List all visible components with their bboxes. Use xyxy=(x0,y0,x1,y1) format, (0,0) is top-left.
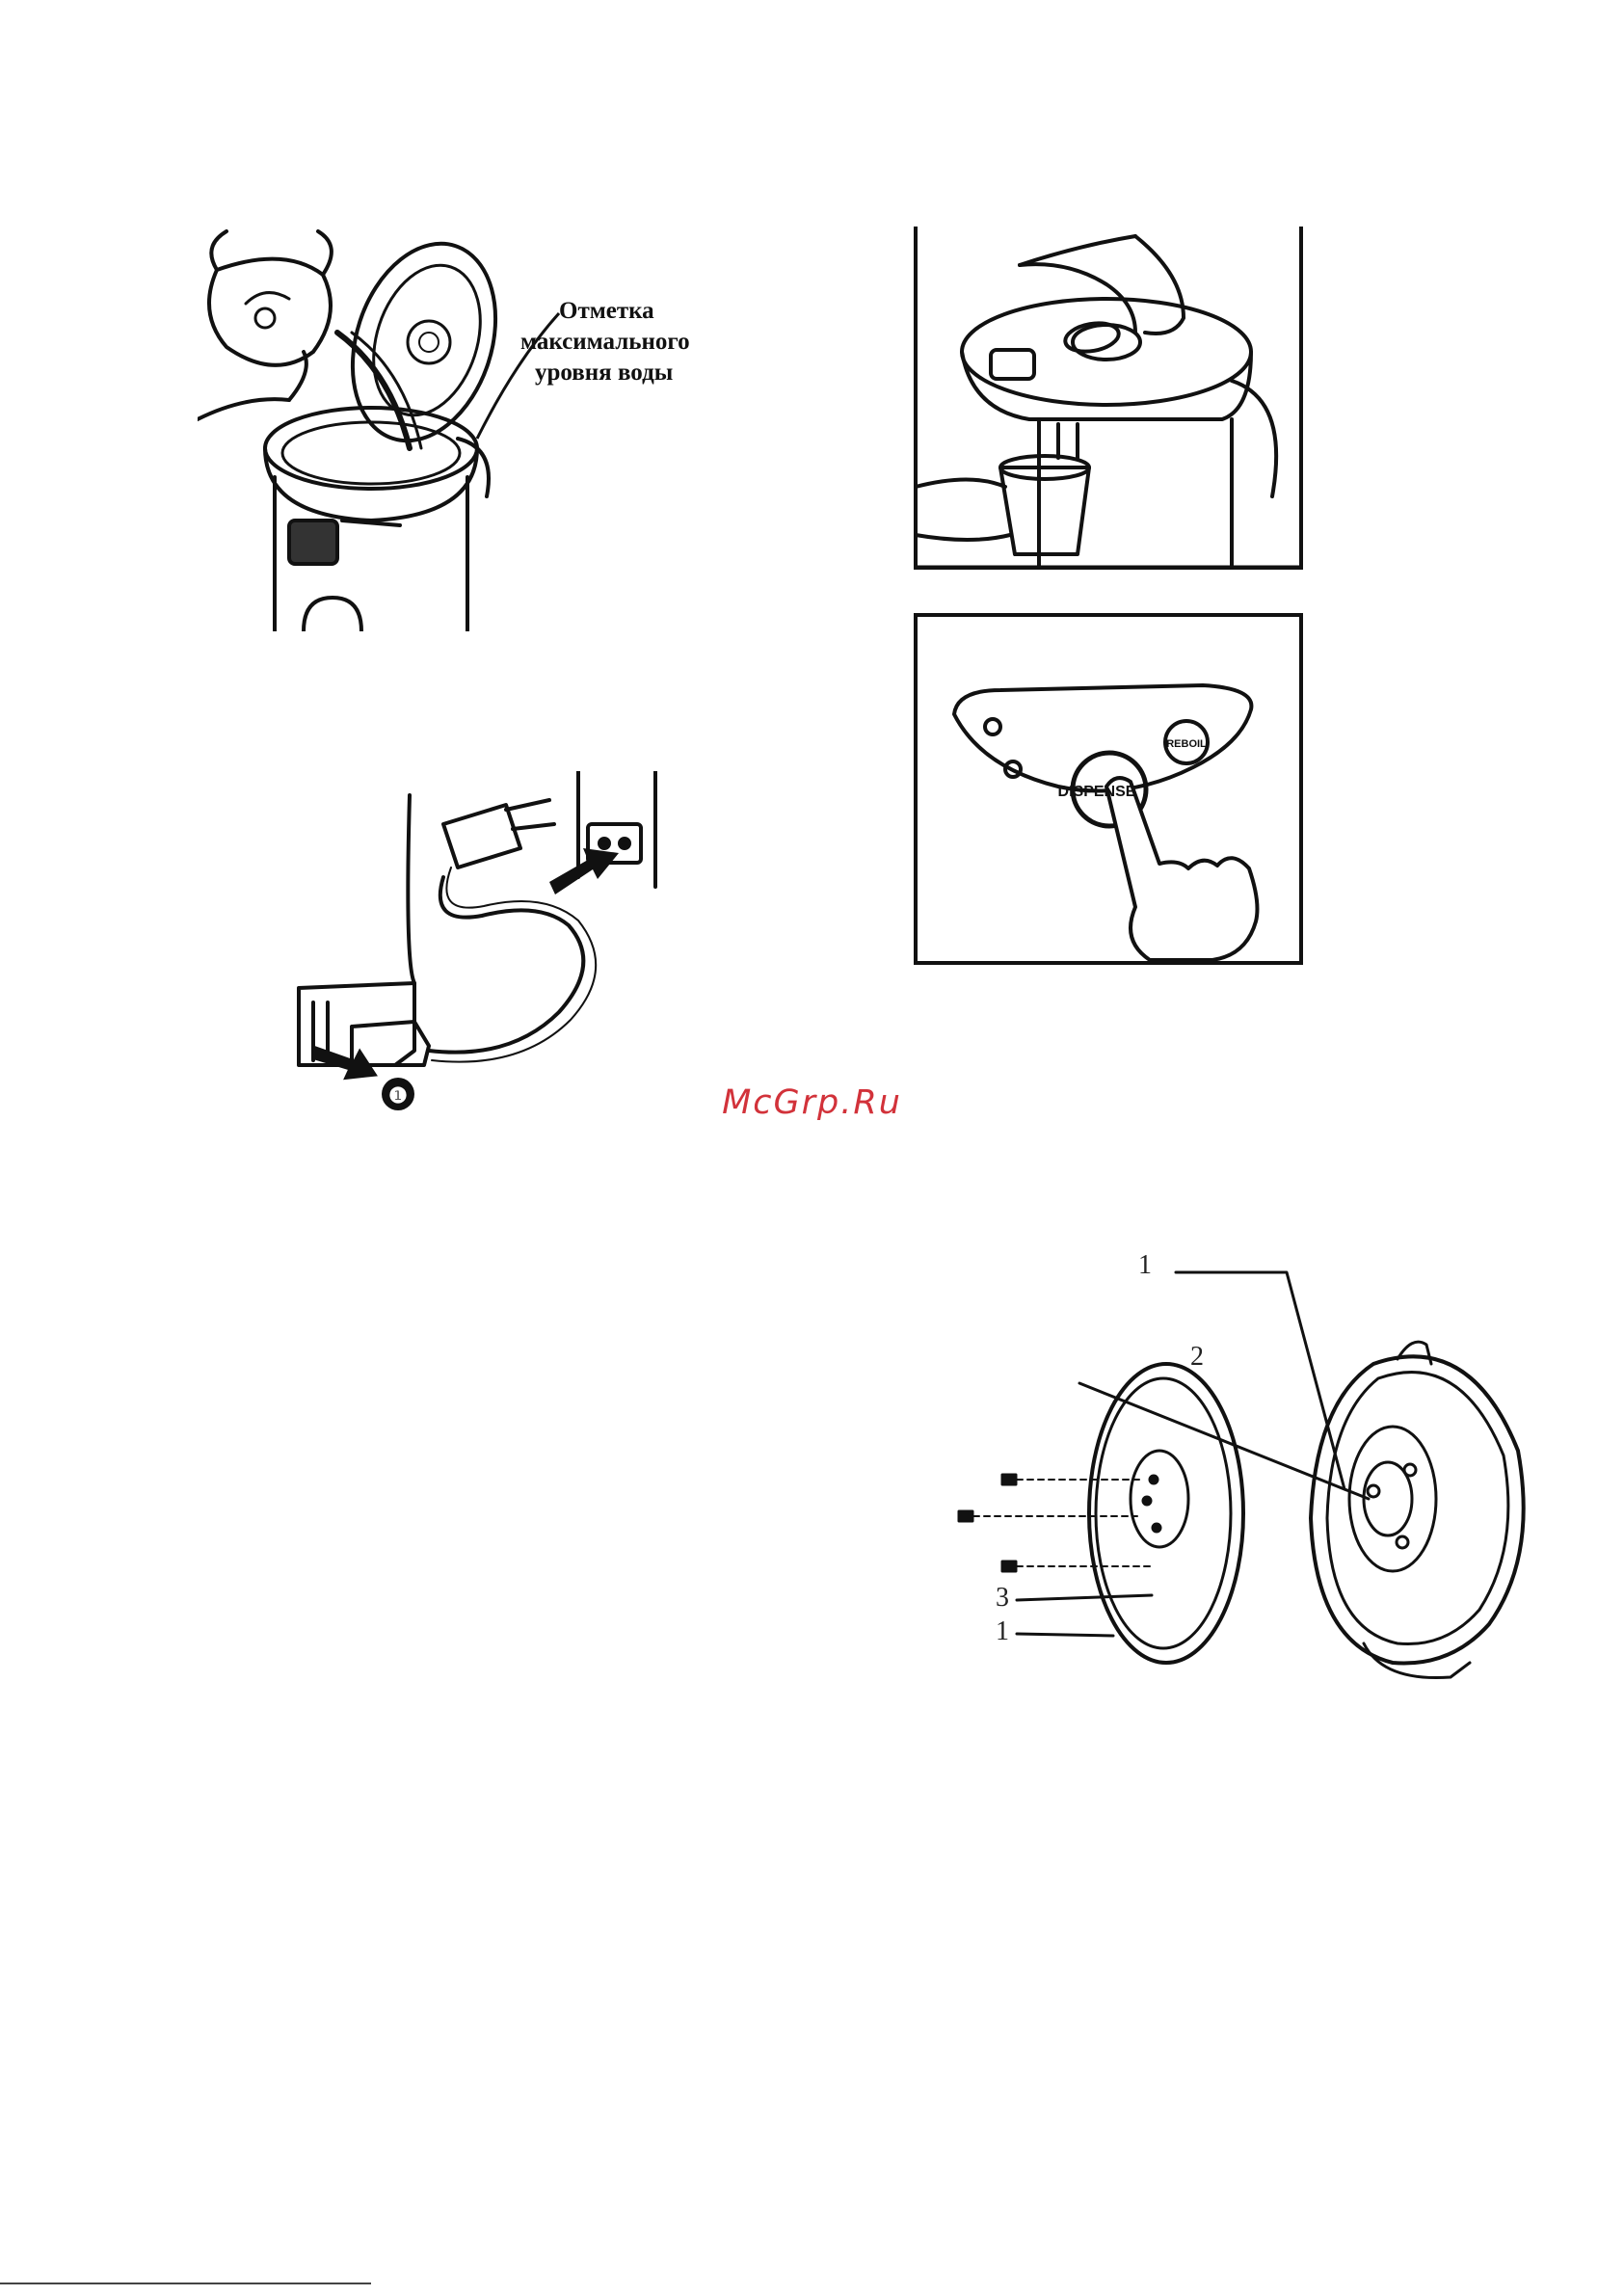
callout-2: 2 xyxy=(1190,1342,1204,1373)
figure-lid-disassembly: 1 2 3 1 xyxy=(949,1239,1547,1692)
footer-rule xyxy=(0,2283,371,2284)
callout-1-top: 1 xyxy=(1138,1250,1152,1281)
fill-water-illustration xyxy=(198,227,737,631)
figure-fill-water: Отметка максимального уровня воды xyxy=(198,227,737,631)
figure-control-panel: DISPENSE REBOIL xyxy=(914,613,1303,965)
max-water-level-label-line3: уровня воды xyxy=(535,358,673,387)
watermark: McGrp.Ru xyxy=(0,1083,1624,1122)
callout-3: 3 xyxy=(996,1583,1009,1614)
figure-dispense-cup xyxy=(914,227,1303,570)
dispense-button-label: DISPENSE xyxy=(1058,784,1136,800)
lid-disassembly-illustration xyxy=(949,1239,1547,1692)
reboil-button-label: REBOIL xyxy=(1166,738,1207,750)
max-water-level-label-line2: максимального xyxy=(520,327,690,357)
plug-in-illustration: ❶ xyxy=(260,771,675,1123)
callout-1-bottom: 1 xyxy=(996,1616,1009,1647)
max-water-level-label-line1: Отметка xyxy=(559,296,654,326)
dispense-cup-illustration xyxy=(914,227,1303,570)
figure-plug-in: ❶ xyxy=(260,771,675,1123)
control-panel-illustration: DISPENSE REBOIL xyxy=(914,613,1303,965)
